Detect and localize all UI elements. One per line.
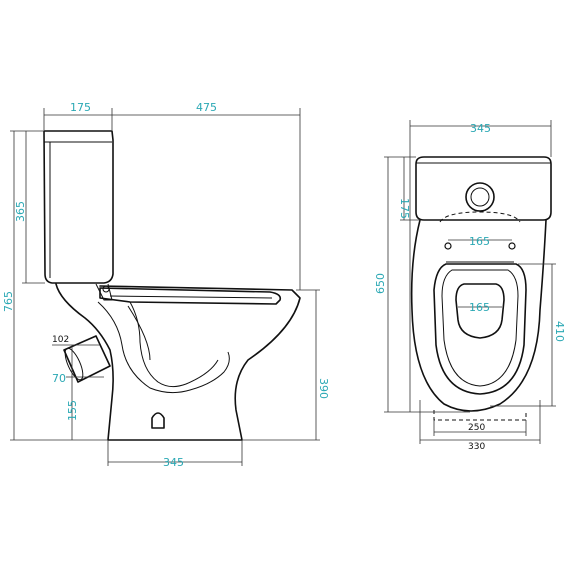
flush-button-icon — [465, 182, 495, 212]
top-seat-outline — [433, 263, 527, 395]
side-seat-line — [109, 295, 273, 299]
dim-outlet-inner: 70 — [52, 372, 66, 385]
side-tank-outline — [43, 130, 114, 284]
dim-total-depth: 475 — [196, 101, 217, 114]
side-trap-inner — [97, 301, 230, 394]
dim-base-inner: 250 — [468, 423, 485, 433]
dim-base-outer: 330 — [468, 442, 485, 452]
dim-outlet-height: 155 — [66, 400, 79, 421]
dim-total-height: 765 — [2, 291, 15, 312]
hinge-hole-left — [444, 242, 452, 250]
top-bowl-opening — [455, 283, 505, 339]
dim-outlet-diameter: 102 — [52, 335, 69, 345]
side-outlet-end — [64, 347, 84, 381]
side-flush-pipe — [95, 283, 113, 301]
top-seat-inner — [441, 269, 519, 387]
top-base-dashed — [433, 410, 527, 421]
dim-tank-width: 345 — [470, 122, 491, 135]
side-floor-opening — [151, 412, 165, 429]
side-view: 175 475 365 765 102 70 155 390 345 — [2, 101, 330, 469]
flush-button-inner — [470, 187, 490, 207]
top-view: 345 175 650 165 165 410 250 330 — [374, 120, 566, 452]
side-trap-channel — [129, 301, 219, 388]
dim-top-tank-depth: 175 — [398, 198, 411, 219]
dim-tank-height: 365 — [14, 201, 27, 222]
top-lid-dashed — [439, 211, 521, 223]
dim-hinge-spacing: 165 — [469, 235, 490, 248]
side-inner-wall — [127, 305, 151, 361]
dim-seat-height: 390 — [317, 378, 330, 399]
dim-base-width: 345 — [163, 456, 184, 469]
side-bowl-outline — [55, 283, 301, 441]
top-bowl-outline — [410, 219, 547, 412]
dim-tank-depth: 175 — [70, 101, 91, 114]
hinge-hole-right — [508, 242, 516, 250]
dim-total-length: 650 — [374, 273, 387, 294]
side-outlet-pipe — [63, 335, 111, 383]
side-seat-outline — [99, 287, 282, 305]
dim-opening-width: 165 — [469, 301, 490, 314]
top-tank-outline — [415, 156, 552, 221]
dim-bowl-length: 410 — [553, 321, 566, 342]
